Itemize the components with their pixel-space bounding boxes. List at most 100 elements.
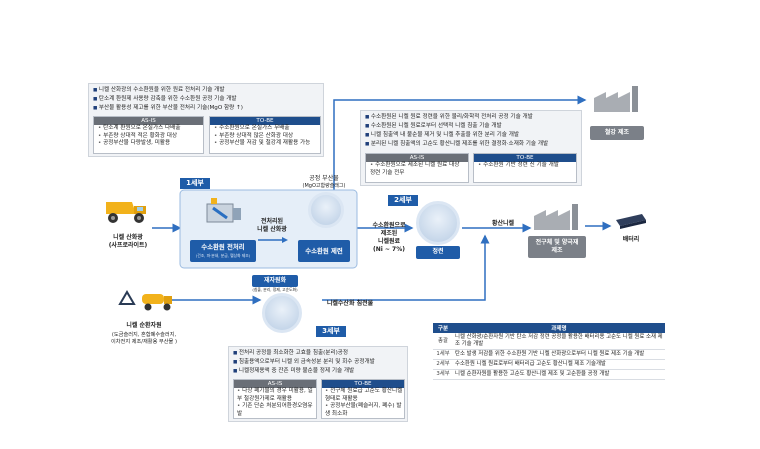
reduction-title: 수소환원 제련: [305, 247, 343, 255]
reduction-furnace-icon: [308, 192, 344, 228]
precipitate-label: 니켈수산화 침전물: [326, 300, 374, 307]
tobe-item: 수소환원 기반 정련 신 기술 개발: [478, 162, 574, 170]
asis-header: AS-IS: [234, 380, 316, 388]
step2-bullet: 수소환원된 니켈 원료로부터 선택적 니켈 침출 기술 개발: [365, 123, 502, 131]
step2-detail-panel: 수소환원된 니켈 원료 정련을 위한 물리/화학적 전처리 공정 기술 개발 수…: [360, 110, 582, 186]
step3-bullet: 니켈정제용액 중 잔존 미량 불순물 정제 기술 개발: [233, 368, 354, 376]
plan-row-value: 니켈 산화광/순환자원 기반 탄소 저감 정련 공정을 활용한 배터리용 고순도…: [453, 333, 665, 350]
tobe-header: TO-BE: [474, 154, 576, 162]
table-row: 3세부 니켈 순환자원을 활용한 고순도 황산니켈 제조 및 고순환율 공정 개…: [433, 369, 665, 380]
tobe-header: TO-BE: [322, 380, 404, 388]
feed-label-2: 제조된: [380, 230, 398, 237]
recycle-icon: [116, 290, 138, 310]
plan-row-value: 탄소 발생 저감을 위한 수소환원 기반 니켈 산화광으로부터 니켈 원료 제조…: [453, 349, 665, 360]
battery-label: 배터리: [622, 236, 640, 243]
resource-plant-icon: [262, 293, 302, 333]
plan-header-task: 과제명: [453, 323, 665, 333]
step3-bullet: 전처리 공정을 최소화한 고효율 침출(분리)공정: [233, 350, 348, 358]
asis-header: AS-IS: [94, 117, 203, 125]
asis-item: 공정부산물 다량발생, 미활용: [98, 140, 203, 148]
step3-bullet: 침출용액으로부터 니켈 외 금속성분 분리 및 회수 공정개발: [233, 359, 375, 367]
asis-item: 다상 폐기물의 경우 미활용, 일부 철강원가제로 재활용: [237, 388, 315, 403]
step1-asis-box: AS-IS 탄소계 환원으로 온실가스 다배출 부존량 상대적 적은 황화광 대…: [93, 116, 204, 154]
pretreated-note-1: 전처리된: [260, 218, 284, 225]
resource-subtitle: (침출, 분리, 정제, 고순도화): [252, 287, 298, 292]
precursor-node: 전구체 및 양극재 제조: [528, 236, 586, 258]
asis-header: AS-IS: [366, 154, 468, 162]
tobe-item: 전구체 원료급 고순도 황산니켈 형태로 재활용: [325, 388, 403, 403]
pretreated-note-2: 니켈 산화광: [257, 226, 287, 233]
tobe-item: 수소환원으로 온실가스 무배출: [214, 125, 320, 133]
plan-row-value: 니켈 순환자원을 활용한 고순도 황산니켈 제조 및 고순환율 공정 개발: [453, 369, 665, 380]
step3-detail-panel: 전처리 공정을 최소화한 고효율 침출(분리)공정 침출용액으로부터 니켈 외 …: [228, 346, 408, 422]
pretreat-subtitle: (건조, 파·분쇄, 분급, 펠상화 제조): [195, 253, 251, 258]
plan-row-key: 3세부: [433, 369, 453, 380]
step2-asis-box: AS-IS 수소환원으로 제조된 니켈 원료 대상 정련 기술 전무: [365, 153, 469, 183]
recycle-sublabel-2: 이차전지 제조/재활용 부산물 ): [111, 339, 177, 345]
step2-tobe-box: TO-BE 수소환원 기반 정련 신 기술 개발: [473, 153, 577, 183]
recycle-sublabel-1: (도금슬러지, 혼합폐수슬러지,: [111, 332, 177, 338]
nickel-sulfate-label: 황산니켈: [491, 220, 515, 227]
plan-row-key: 총괄: [433, 333, 453, 350]
tobe-item: 공정부산물 저감 및 철강계 재활용 가능: [214, 140, 320, 148]
table-row: 2세부 수소환원 니켈 원료로부터 배터리급 고순도 황산니켈 제조 기술개발: [433, 359, 665, 370]
step3-badge: 3세부: [316, 326, 346, 337]
pretreat-machine-icon: [203, 196, 245, 230]
resource-node: 재자원화: [252, 275, 298, 287]
feed-label-3: 니켈원료: [377, 238, 401, 245]
step1-detail-panel: 니켈 산화광의 수소환원을 위한 원료 전처리 기술 개발 탄소계 환원제 사용…: [88, 83, 324, 157]
asis-item: 기존 단순 처분되어환경오염유발: [237, 403, 315, 418]
step1-bullet: 부산물 활용성 제고를 위한 부산물 전처리 기술(MgO 함량 ↑): [93, 105, 243, 113]
step1-tobe-box: TO-BE 수소환원으로 온실가스 무배출 부존량 상대적 많은 산화광 대상 …: [209, 116, 321, 154]
plan-row-key: 2세부: [433, 359, 453, 370]
table-row: 총괄 니켈 산화광/순환자원 기반 탄소 저감 정련 공정을 활용한 배터리용 …: [433, 333, 665, 350]
plan-table: 구분 과제명 총괄 니켈 산화광/순환자원 기반 탄소 저감 정련 공정을 활용…: [433, 323, 665, 380]
table-row: 1세부 탄소 발생 저감을 위한 수소환원 기반 니켈 산화광으로부터 니켈 원…: [433, 349, 665, 360]
ore-label: 니켈 산화광: [113, 234, 143, 241]
tobe-header: TO-BE: [210, 117, 320, 125]
step2-bullet: 분리된 니켈 침출액의 고순도 황산니켈 제조를 위한 결정화·소재화 기술 개…: [365, 141, 548, 149]
steel-node: 철강 제조: [590, 126, 644, 140]
refine-title: 정련: [432, 248, 444, 255]
precursor-title-1: 전구체 및 양극재: [535, 239, 579, 246]
pretreat-node: 수소환원 전처리 (건조, 파·분쇄, 분급, 펠상화 제조): [190, 240, 256, 262]
plan-table-header: 구분 과제명: [433, 323, 665, 333]
plan-row-value: 수소환원 니켈 원료로부터 배터리급 고순도 황산니켈 제조 기술개발: [453, 359, 665, 370]
asis-item: 탄소계 환원으로 온실가스 다배출: [98, 125, 203, 133]
plan-row-key: 1세부: [433, 349, 453, 360]
step2-bullet: 수소환원된 니켈 원료 정련을 위한 물리/화학적 전처리 공정 기술 개발: [365, 114, 533, 122]
step1-badge: 1세부: [180, 178, 210, 189]
feed-label-4: (Ni ~ 7%): [373, 246, 405, 253]
tobe-item: 부존량 상대적 많은 산화광 대상: [214, 133, 320, 141]
reduction-node: 수소환원 제련: [298, 240, 350, 262]
steel-title: 철강 제조: [604, 129, 630, 136]
resource-title: 재자원화: [263, 277, 287, 284]
factory-icon: [592, 84, 644, 114]
refine-node: 정련: [416, 246, 460, 259]
tanker-truck-icon: [140, 288, 174, 312]
to-steel-arrow: [333, 95, 587, 196]
step1-bullet: 탄소계 환원제 사용량 감축을 위한 수소환원 공정 기술 개발: [93, 96, 237, 104]
byproduct-label: 공정 부산물: [309, 175, 339, 182]
asis-item: 부존량 상대적 적은 황화광 대상: [98, 133, 203, 141]
battery-icon: [614, 212, 648, 230]
step2-badge: 2세부: [388, 195, 418, 206]
asis-item: 수소환원으로 제조된 니켈 원료 대상 정련 기술 전무: [370, 162, 466, 177]
step3-tobe-box: TO-BE 전구체 원료급 고순도 황산니켈 형태로 재활용 공정부산물(폐슬러…: [321, 379, 405, 419]
inner-arrow: [258, 237, 288, 243]
tobe-item: 공정부산물(폐슬러지, 폐수) 발생 최소화: [325, 403, 403, 418]
precursor-factory-icon: [532, 202, 584, 232]
ore-sublabel: (사프로라이트): [108, 242, 148, 249]
byproduct-sublabel: (MgO고함량슬래그): [302, 183, 346, 189]
precursor-title-2: 제조: [551, 247, 563, 254]
recycle-label: 니켈 순환자원: [126, 322, 162, 329]
step3-asis-box: AS-IS 다상 폐기물의 경우 미활용, 일부 철강원가제로 재활용 기존 단…: [233, 379, 317, 419]
feed-label-1: 수소환원으로: [372, 222, 406, 229]
dump-truck-icon: [102, 196, 152, 226]
step1-bullet: 니켈 산화광의 수소환원을 위한 원료 전처리 기술 개발: [93, 87, 225, 95]
resource-to-precursor-arrow: [322, 234, 490, 301]
step2-bullet: 니켈 침출액 내 불순물 제거 및 니켈 추출을 위한 분리 기술 개발: [365, 132, 519, 140]
pretreat-title: 수소환원 전처리: [201, 243, 245, 251]
plan-header-category: 구분: [433, 323, 453, 333]
refine-plant-icon: [416, 201, 460, 245]
